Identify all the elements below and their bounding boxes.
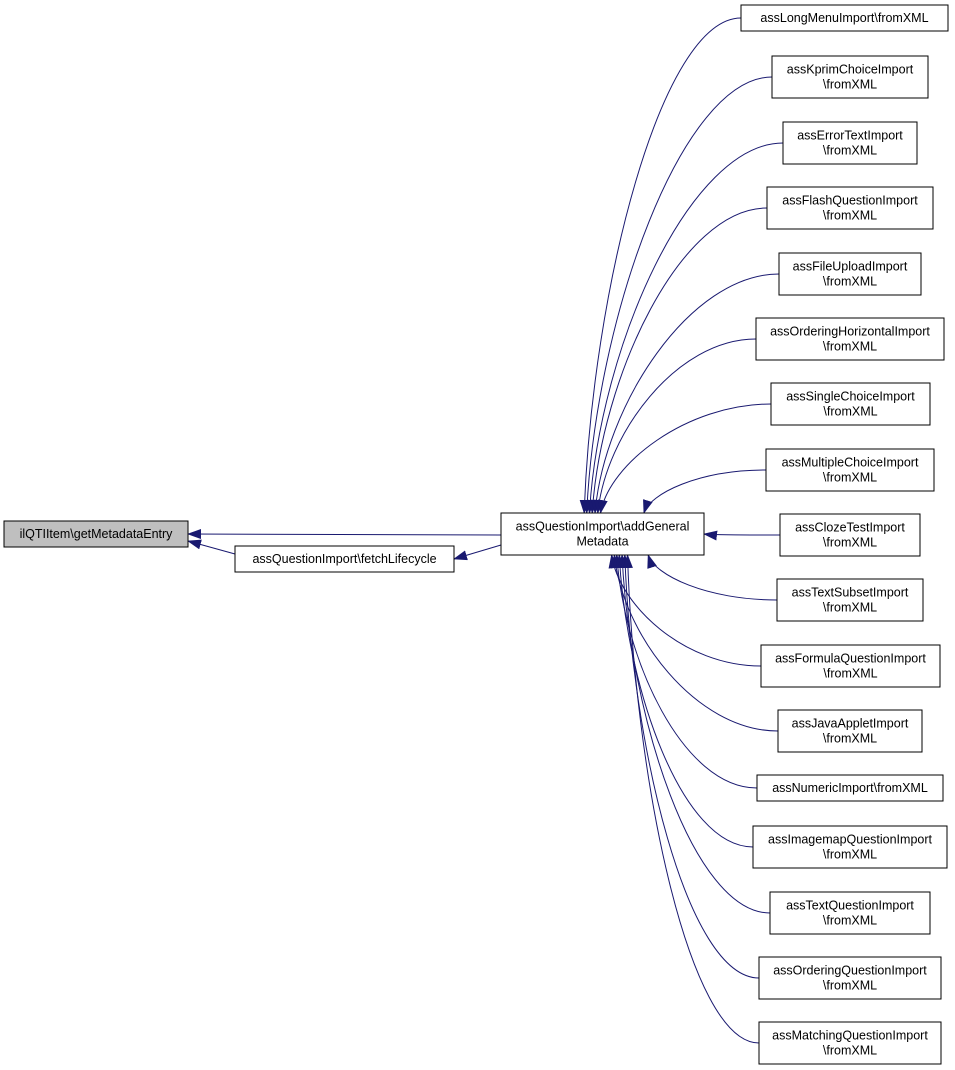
node-label-hub-line-0: assQuestionImport\addGeneral <box>516 520 690 534</box>
node-label-c3-line-0: assFlashQuestionImport <box>782 194 918 208</box>
node-label-c16-line-1: \fromXML <box>823 1044 877 1058</box>
node-label-c4-line-0: assFileUploadImport <box>793 260 908 274</box>
node-box-c2[interactable] <box>782 121 918 165</box>
node-label-c1-line-0: assKprimChoiceImport <box>787 63 914 77</box>
node-box-c12[interactable] <box>756 774 944 802</box>
node-c7[interactable]: assMultipleChoiceImport\fromXML <box>765 448 935 492</box>
edge-c10-to-hub <box>608 554 762 667</box>
node-box-c13[interactable] <box>752 825 948 869</box>
node-label-c8-line-1: \fromXML <box>823 536 877 550</box>
node-c12[interactable]: assNumericImport\fromXML <box>756 774 944 802</box>
node-box-c14[interactable] <box>769 891 931 935</box>
node-label-c15-line-1: \fromXML <box>823 979 877 993</box>
node-box-c11[interactable] <box>777 709 923 753</box>
node-label-c0-line-0: assLongMenuImport\fromXML <box>760 11 928 25</box>
node-label-c8-line-0: assClozeTestImport <box>795 521 905 535</box>
node-c14[interactable]: assTextQuestionImport\fromXML <box>769 891 931 935</box>
node-label-c5-line-1: \fromXML <box>823 340 877 354</box>
node-label-c6-line-1: \fromXML <box>823 405 877 419</box>
edge-c6-to-hub <box>597 403 772 514</box>
edge-c16-to-hub <box>622 554 760 1044</box>
node-label-c11-line-0: assJavaAppletImport <box>792 717 909 731</box>
edge-c0-to-hub <box>579 17 742 514</box>
node-box-c4[interactable] <box>778 252 922 296</box>
node-label-c3-line-1: \fromXML <box>823 209 877 223</box>
node-label-c6-line-0: assSingleChoiceImport <box>786 390 915 404</box>
edge-c7-to-hub <box>643 469 767 514</box>
node-c0[interactable]: assLongMenuImport\fromXML <box>740 4 949 32</box>
node-box-c16[interactable] <box>758 1021 942 1065</box>
node-label-c16-line-0: assMatchingQuestionImport <box>772 1029 928 1043</box>
edge-c15-to-hub <box>620 554 760 979</box>
node-label-c5-line-0: assOrderingHorizontalImport <box>770 325 930 339</box>
node-c2[interactable]: assErrorTextImport\fromXML <box>782 121 918 165</box>
node-c15[interactable]: assOrderingQuestionImport\fromXML <box>758 956 942 1000</box>
node-box-c6[interactable] <box>770 382 931 426</box>
node-box-c10[interactable] <box>760 644 941 688</box>
edge-c12-to-hub <box>612 554 758 789</box>
node-root[interactable]: ilQTIItem\getMetadataEntry <box>3 520 189 548</box>
node-c10[interactable]: assFormulaQuestionImport\fromXML <box>760 644 941 688</box>
edge-fetch-to-root <box>187 539 236 555</box>
edge-c1-to-hub <box>582 76 773 514</box>
node-box-c0[interactable] <box>740 4 949 32</box>
node-box-c8[interactable] <box>779 513 921 557</box>
node-label-c9-line-1: \fromXML <box>823 601 877 615</box>
node-label-c9-line-0: assTextSubsetImport <box>792 586 909 600</box>
node-label-c13-line-0: assImagemapQuestionImport <box>768 833 932 847</box>
node-label-c7-line-0: assMultipleChoiceImport <box>782 456 919 470</box>
node-box-c3[interactable] <box>766 186 934 230</box>
node-label-c14-line-1: \fromXML <box>823 914 877 928</box>
node-box-c1[interactable] <box>771 55 929 99</box>
edge-hub-to-root <box>187 529 502 540</box>
node-label-fetch-line-0: assQuestionImport\fetchLifecycle <box>252 552 436 566</box>
node-box-c15[interactable] <box>758 956 942 1000</box>
node-c1[interactable]: assKprimChoiceImport\fromXML <box>771 55 929 99</box>
node-label-c2-line-0: assErrorTextImport <box>797 129 903 143</box>
node-label-c1-line-1: \fromXML <box>823 78 877 92</box>
nodes-layer: ilQTIItem\getMetadataEntry assQuestionImp… <box>3 4 949 1065</box>
edge-c4-to-hub <box>591 273 780 514</box>
node-label-c2-line-1: \fromXML <box>823 144 877 158</box>
node-c8[interactable]: assClozeTestImport\fromXML <box>779 513 921 557</box>
edge-c13-to-hub <box>614 554 754 848</box>
node-label-hub-line-1: Metadata <box>576 535 628 549</box>
node-fetch[interactable]: assQuestionImport\fetchLifecycle <box>234 545 455 573</box>
node-c4[interactable]: assFileUploadImport\fromXML <box>778 252 922 296</box>
node-label-c14-line-0: assTextQuestionImport <box>786 899 914 913</box>
node-c16[interactable]: assMatchingQuestionImport\fromXML <box>758 1021 942 1065</box>
node-c9[interactable]: assTextSubsetImport\fromXML <box>776 578 924 622</box>
node-label-c15-line-0: assOrderingQuestionImport <box>773 964 927 978</box>
node-label-c4-line-1: \fromXML <box>823 275 877 289</box>
node-label-c10-line-0: assFormulaQuestionImport <box>775 652 926 666</box>
node-label-c7-line-1: \fromXML <box>823 471 877 485</box>
node-box-hub[interactable] <box>500 512 705 556</box>
edge-c9-to-hub <box>647 554 778 601</box>
edge-c14-to-hub <box>617 554 771 914</box>
node-label-c13-line-1: \fromXML <box>823 848 877 862</box>
node-c6[interactable]: assSingleChoiceImport\fromXML <box>770 382 931 426</box>
node-c5[interactable]: assOrderingHorizontalImport\fromXML <box>755 317 945 361</box>
node-c3[interactable]: assFlashQuestionImport\fromXML <box>766 186 934 230</box>
node-label-c11-line-1: \fromXML <box>823 732 877 746</box>
node-label-c12-line-0: assNumericImport\fromXML <box>772 781 928 795</box>
node-c11[interactable]: assJavaAppletImport\fromXML <box>777 709 923 753</box>
edge-c5-to-hub <box>594 338 757 514</box>
node-box-c9[interactable] <box>776 578 924 622</box>
node-box-fetch[interactable] <box>234 545 455 573</box>
node-box-root[interactable] <box>3 520 189 548</box>
edges-layer <box>187 17 784 1044</box>
node-box-c5[interactable] <box>755 317 945 361</box>
node-label-root-line-0: ilQTIItem\getMetadataEntry <box>20 527 174 541</box>
edge-c2-to-hub <box>585 142 784 514</box>
node-c13[interactable]: assImagemapQuestionImport\fromXML <box>752 825 948 869</box>
edge-c8-to-hub <box>703 530 781 541</box>
node-label-c10-line-1: \fromXML <box>823 667 877 681</box>
node-box-c7[interactable] <box>765 448 935 492</box>
edge-hub-to-fetch <box>453 544 502 561</box>
edge-c3-to-hub <box>588 207 768 514</box>
